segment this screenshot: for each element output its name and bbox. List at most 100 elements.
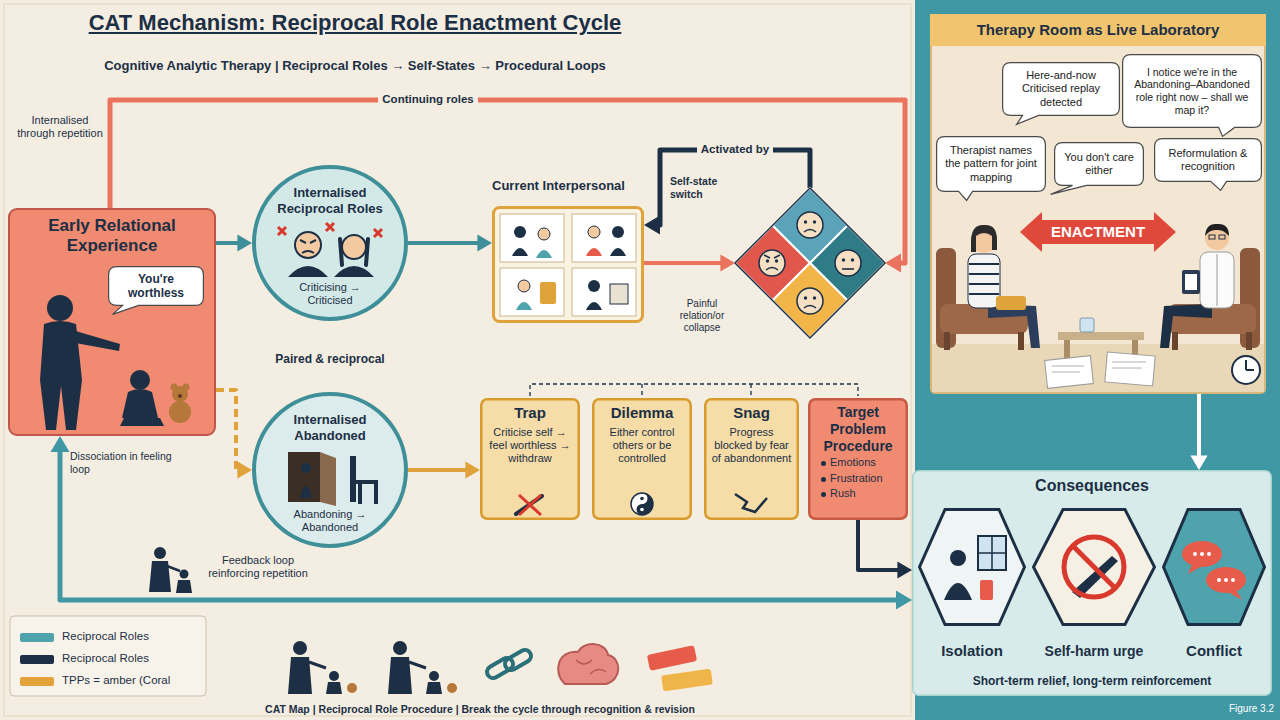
art-circle — [518, 280, 530, 292]
arrowhead — [51, 436, 70, 452]
art-rect — [1018, 332, 1024, 350]
art-circle — [130, 370, 150, 390]
art-path — [326, 682, 342, 694]
bubble-outline — [1155, 139, 1262, 191]
art-g — [759, 250, 785, 276]
connector — [408, 234, 492, 251]
node-text: Criticising → Criticised — [277, 281, 383, 307]
node-text: Rush — [820, 487, 856, 500]
art-g — [631, 493, 653, 515]
arrowhead — [237, 234, 252, 251]
art-rect — [915, 0, 1280, 720]
art-circle — [851, 258, 854, 261]
art-g — [572, 268, 636, 316]
art-circle — [766, 259, 769, 262]
art-circle — [588, 280, 600, 292]
note-label-slot: Paired & reciprocal — [262, 352, 398, 366]
art-circle — [588, 226, 600, 238]
speech-bubble: You're worthless — [108, 266, 204, 306]
experience-box: Early Relational ExperienceYou're worthl… — [8, 208, 216, 436]
art-path — [735, 494, 767, 512]
art-rect — [1200, 252, 1234, 308]
node-text: Emotions — [820, 456, 876, 469]
art-rect — [1209, 235, 1215, 239]
diamond-quadrant — [773, 263, 848, 338]
art-g — [735, 494, 767, 512]
art-rect — [1172, 332, 1178, 350]
bubble-outline — [1003, 63, 1120, 125]
art-path — [1188, 564, 1202, 574]
art-circle — [813, 296, 816, 299]
art-circle — [1231, 578, 1235, 582]
node-text: Frustration — [820, 472, 883, 485]
art-circle — [950, 550, 966, 566]
art-rect — [968, 254, 1000, 308]
node-heading: Target Problem Procedure — [814, 404, 902, 454]
note-label-slot: Cognitive Analytic Therapy | Reciprocal … — [20, 58, 690, 74]
note-label: Painful relation/or collapse — [664, 298, 740, 334]
art-circle — [169, 401, 191, 423]
bubble-outline — [1051, 143, 1144, 195]
node-heading: Current Interpersonal — [492, 178, 625, 194]
note-label: Cognitive Analytic Therapy | Reciprocal … — [20, 58, 690, 74]
art-circle — [804, 296, 807, 299]
art-path — [288, 657, 312, 694]
art-path — [302, 251, 314, 253]
bubble-outline — [109, 267, 204, 315]
node-heading: Therapy Room as Live Laboratory — [930, 14, 1266, 46]
art-circle — [775, 259, 778, 262]
art-circle — [342, 235, 366, 259]
connector-line — [216, 390, 242, 470]
consequence-hex: Self-harm urge — [1032, 508, 1156, 660]
art-path — [971, 225, 997, 252]
note-label-slot: Painful relation/or collapse — [664, 298, 740, 334]
note-label-slot: Feedback loop reinforcing repetition — [196, 554, 320, 580]
edge-label: Activated by — [697, 142, 773, 158]
box-outline — [593, 399, 691, 519]
art-rect — [10, 616, 206, 696]
role-circle: Internalised Reciprocal RolesCriticising… — [252, 165, 408, 321]
connector-line — [408, 468, 470, 472]
note-label-slot: Dissociation in feeling loop — [70, 450, 194, 475]
node-heading: Consequences — [1035, 476, 1149, 495]
art-path — [516, 302, 532, 310]
art-rect — [1105, 352, 1155, 386]
art-rect — [978, 536, 1006, 570]
art-circle — [1193, 552, 1197, 556]
art-rect — [1185, 274, 1197, 290]
node-heading: Internalised Reciprocal Roles — [268, 185, 392, 216]
art-rect — [647, 645, 697, 671]
art-path — [764, 255, 780, 258]
art-circle — [538, 228, 550, 240]
art-path — [309, 662, 326, 668]
legend-row: Reciprocal Roles — [20, 648, 170, 670]
art-g — [797, 288, 823, 314]
connector-line — [408, 241, 482, 245]
art-circle — [429, 671, 439, 681]
legend-swatch — [20, 655, 54, 664]
art-path — [320, 452, 336, 506]
art-path — [530, 384, 858, 396]
double-arrow-shape — [1020, 212, 1176, 252]
art-g — [835, 250, 861, 276]
procedure-box: SnagProgress blocked by fear of abandonm… — [704, 398, 799, 520]
art-path — [969, 264, 999, 294]
art-path — [519, 495, 541, 515]
art-path — [300, 240, 316, 243]
caption-slot: CAT Map | Reciprocal Role Procedure | Br… — [200, 703, 760, 716]
arrowhead — [897, 561, 912, 578]
node-outline — [918, 508, 1026, 660]
art-circle — [447, 683, 457, 693]
hex-outline — [920, 510, 1025, 625]
node-heading: ENACTMENT — [1051, 223, 1145, 241]
edge-label-slot: Continuing roles — [378, 92, 477, 108]
legend-text: TPPs = amber (Coral — [62, 674, 170, 688]
art-path — [558, 644, 618, 684]
box-outline — [494, 208, 643, 322]
bubble-outline — [1123, 55, 1262, 137]
art-circle — [514, 226, 526, 238]
art-path — [300, 486, 312, 498]
arrowhead — [720, 254, 735, 271]
box-outline — [705, 399, 798, 519]
art-g — [388, 641, 457, 694]
